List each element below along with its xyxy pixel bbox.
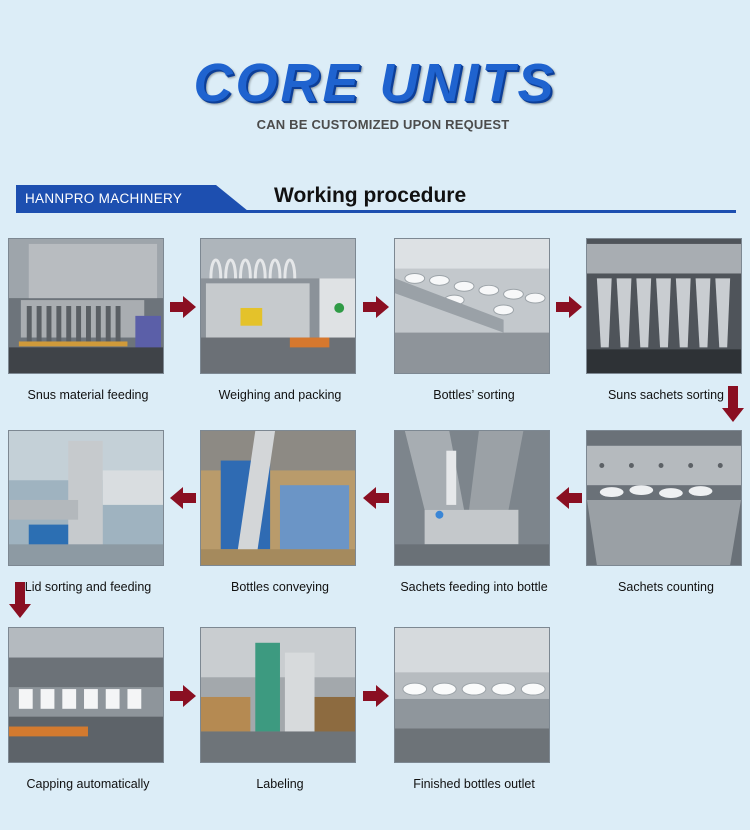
step-photo bbox=[8, 627, 164, 763]
banner-divider bbox=[16, 210, 736, 213]
step-photo bbox=[394, 430, 550, 566]
arrow-right-icon bbox=[363, 685, 389, 707]
step-photo bbox=[394, 627, 550, 763]
step-label: Labeling bbox=[256, 777, 304, 791]
step-label: Bottles conveying bbox=[231, 580, 329, 594]
step-photo bbox=[8, 430, 164, 566]
arrow-left-icon bbox=[556, 487, 582, 509]
step-label: Finished bottles outlet bbox=[413, 777, 535, 791]
step-label: Suns sachets sorting bbox=[607, 388, 725, 402]
arrow-right-icon bbox=[556, 296, 582, 318]
section-banner: HANNPRO MACHINERY Working procedure bbox=[16, 183, 736, 213]
step-photo bbox=[586, 238, 742, 374]
step-photo bbox=[394, 238, 550, 374]
step-photo bbox=[200, 238, 356, 374]
step-photo bbox=[200, 627, 356, 763]
step-label: Weighing and packing bbox=[218, 388, 342, 402]
step-photo bbox=[8, 238, 164, 374]
brand-name: HANNPRO MACHINERY bbox=[25, 191, 183, 206]
arrow-down-icon bbox=[9, 582, 31, 618]
arrow-left-icon bbox=[170, 487, 196, 509]
step-photo bbox=[200, 430, 356, 566]
arrow-left-icon bbox=[363, 487, 389, 509]
arrow-right-icon bbox=[170, 685, 196, 707]
section-title: Working procedure bbox=[274, 184, 467, 207]
step-label: Snus material feeding bbox=[27, 388, 149, 402]
step-label: Lid sorting and feeding bbox=[24, 580, 152, 594]
arrow-right-icon bbox=[363, 296, 389, 318]
brand-tag: HANNPRO MACHINERY bbox=[16, 185, 248, 211]
arrow-down-icon bbox=[722, 386, 744, 422]
step-label: Capping automatically bbox=[26, 777, 150, 791]
page-subtitle: CAN BE CUSTOMIZED UPON REQUEST bbox=[256, 117, 510, 132]
step-photo bbox=[586, 430, 742, 566]
step-label: Sachets feeding into bottle bbox=[400, 580, 548, 594]
step-label: Bottles’ sorting bbox=[433, 388, 515, 402]
step-label: Sachets counting bbox=[618, 580, 714, 594]
page-title: CORE UNITS bbox=[193, 53, 557, 113]
arrow-right-icon bbox=[170, 296, 196, 318]
